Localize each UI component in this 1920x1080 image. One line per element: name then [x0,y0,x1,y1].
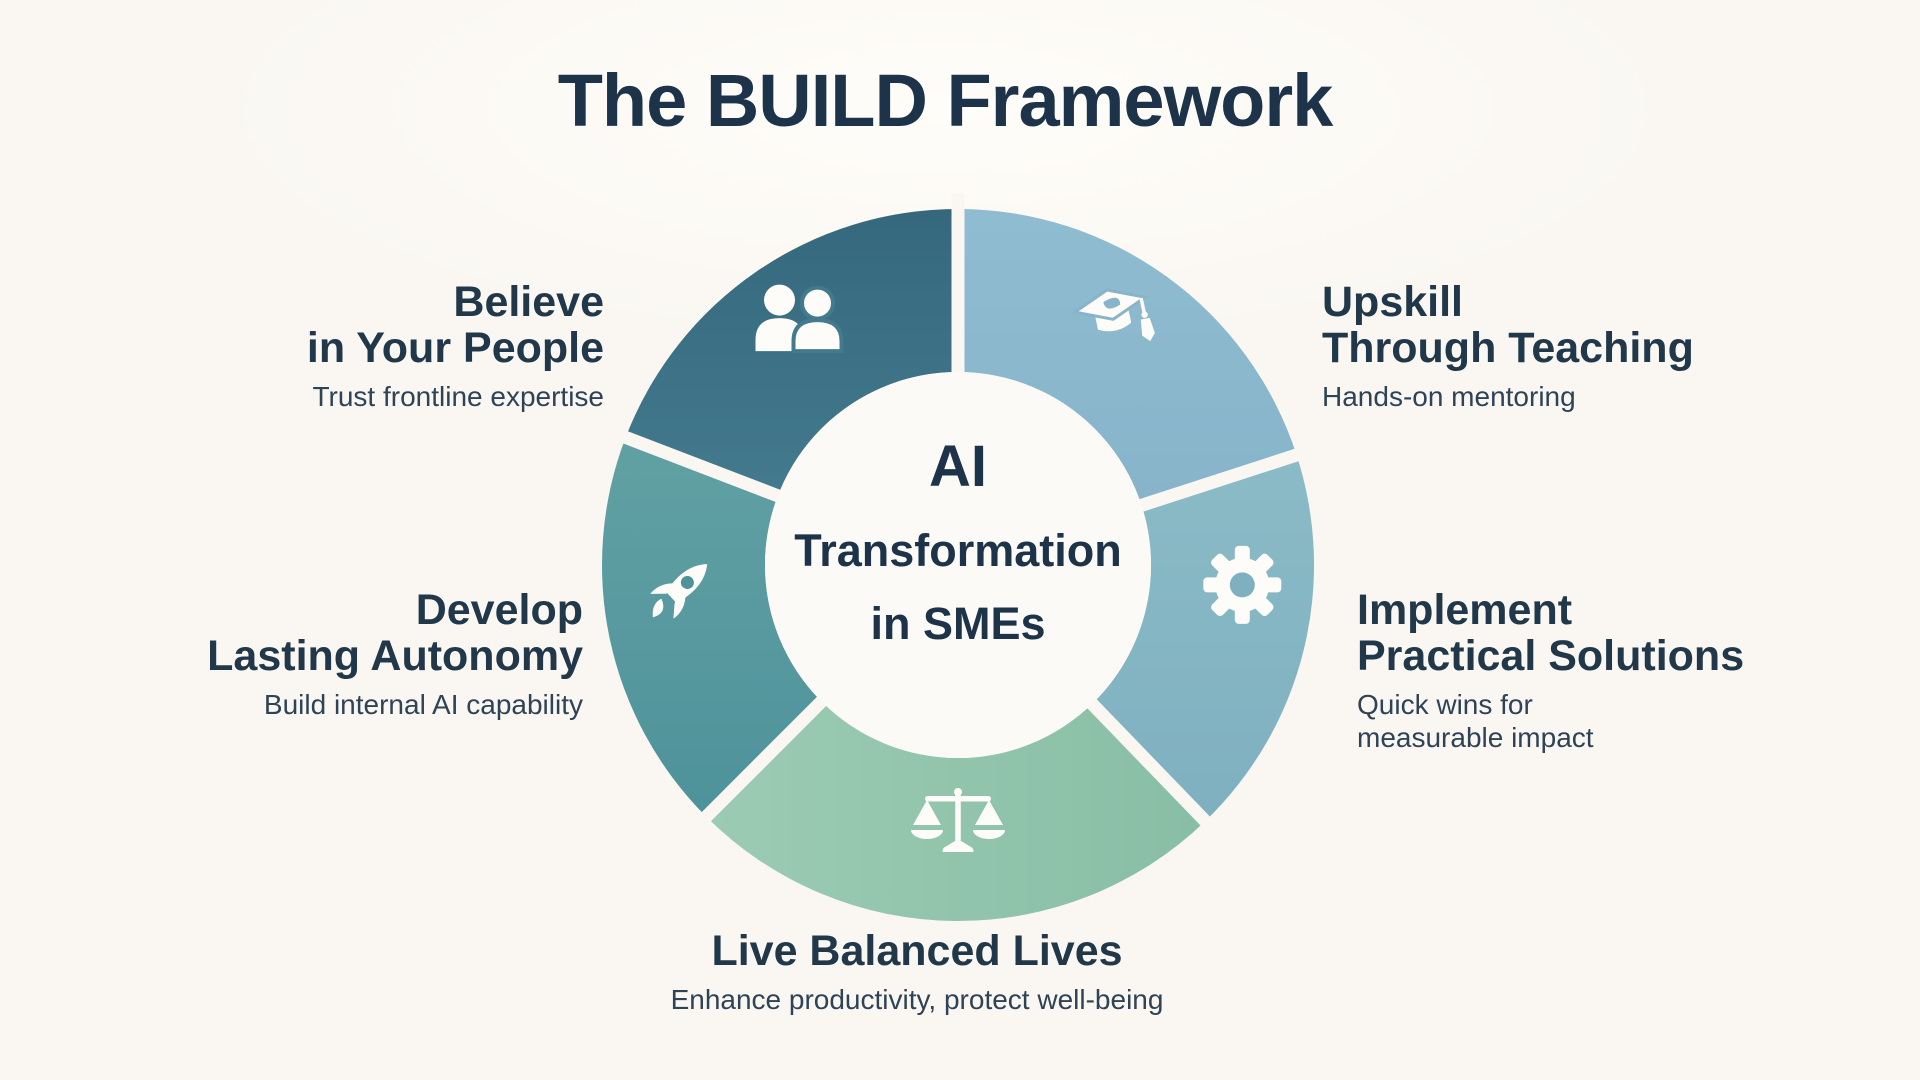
label-upskill-note: Hands-on mentoring [1322,381,1576,412]
segment-implement [1092,454,1315,822]
wheel-center-line-3: in SMEs [870,598,1046,649]
label-believe-title-line1: Believe [453,278,604,326]
label-implement-title-line1: Implement [1357,586,1573,634]
wheel-center-circle [765,372,1151,758]
people-icon [755,284,844,354]
segment-upskill [958,209,1297,506]
label-develop-title-line2: Lasting Autonomy [207,632,583,680]
label-upskill-title-line1: Upskill [1322,278,1463,326]
label-live-note: Enhance productivity, protect well-being [670,984,1164,1015]
segment-divider [690,686,837,833]
graduation-cap-icon [1071,288,1155,342]
gear-icon [1203,545,1282,624]
scales-icon [911,788,1005,852]
segment-divider [608,425,794,507]
label-develop-title-line1: Develop [415,586,583,634]
label-believe-note: Trust frontline expertise [312,381,604,412]
label-live-balanced-lives: Live Balanced Lives Enhance productivity… [671,928,1164,1016]
wheel-center-line-1: AI [929,434,987,499]
wheel-center-line-2: Transformation [794,525,1122,576]
rocket-icon [650,564,708,619]
label-implement-title-line2: Practical Solutions [1357,632,1745,680]
segment-divider [1077,689,1222,838]
label-live-title: Live Balanced Lives [671,928,1164,974]
segment-develop [602,437,822,817]
label-believe-title-line2: in Your People [306,324,604,372]
label-implement-note-line2: measurable impact [1357,722,1594,753]
label-live-title-line1: Live Balanced Lives [711,927,1123,975]
page-title: The BUILD Framework [557,59,1334,142]
segment-divider [1126,443,1314,516]
label-develop-note: Build internal AI capability [263,689,583,720]
label-upskill-title-line2: Through Teaching [1322,324,1694,372]
label-implement-note-line1: Quick wins for [1357,689,1533,720]
